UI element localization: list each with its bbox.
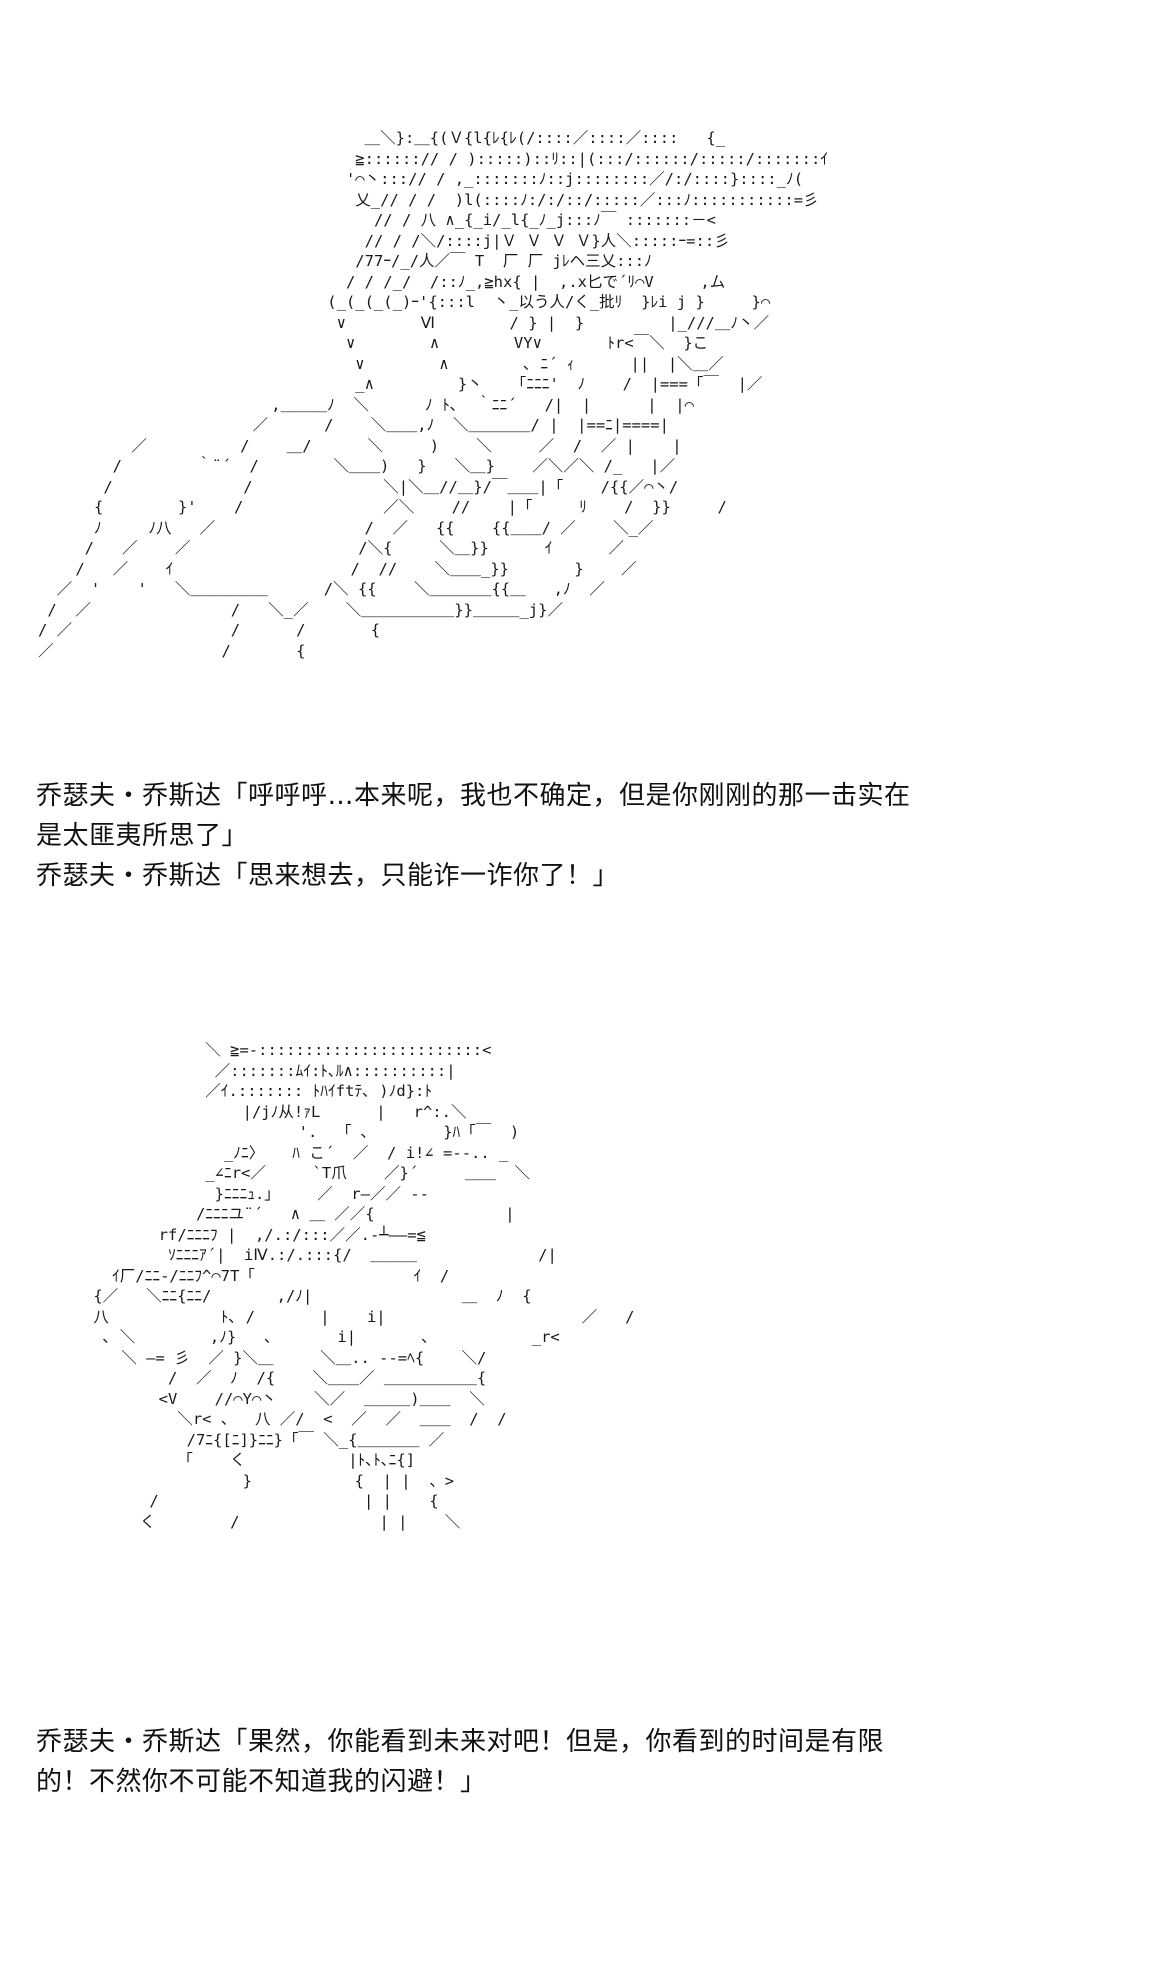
dialogue-block-2: 乔瑟夫・乔斯达「果然，你能看到未来对吧！但是，你看到的时间是有限 的！不然你不可… (36, 1722, 1036, 1802)
dialogue-line: 乔瑟夫・乔斯达「果然，你能看到未来对吧！但是，你看到的时间是有限 (36, 1727, 885, 1757)
dialogue-block-1: 乔瑟夫・乔斯达「呼呼呼…本来呢，我也不确定，但是你刚刚的那一击实在 是太匪夷所思… (36, 776, 1036, 896)
dialogue-line: 乔瑟夫・乔斯达「呼呼呼…本来呢，我也不确定，但是你刚刚的那一击实在 (36, 781, 911, 811)
dialogue-line: 的！不然你不可能不知道我的闪避！」 (36, 1767, 487, 1797)
ascii-art-panel-1: ＿＼}:＿{(Ｖ{l{ﾚ{ﾚ(/::::／::::／:::: {_ ≧:::::… (38, 129, 829, 660)
dialogue-line: 是太匪夷所思了」 (36, 821, 249, 851)
dialogue-line: 乔瑟夫・乔斯达「思来想去，只能诈一诈你了！」 (36, 861, 620, 891)
ascii-art-panel-2: ＼ ≧=-::::::::::::::::::::::::< ／:::::::ﾑ… (93, 1041, 635, 1531)
